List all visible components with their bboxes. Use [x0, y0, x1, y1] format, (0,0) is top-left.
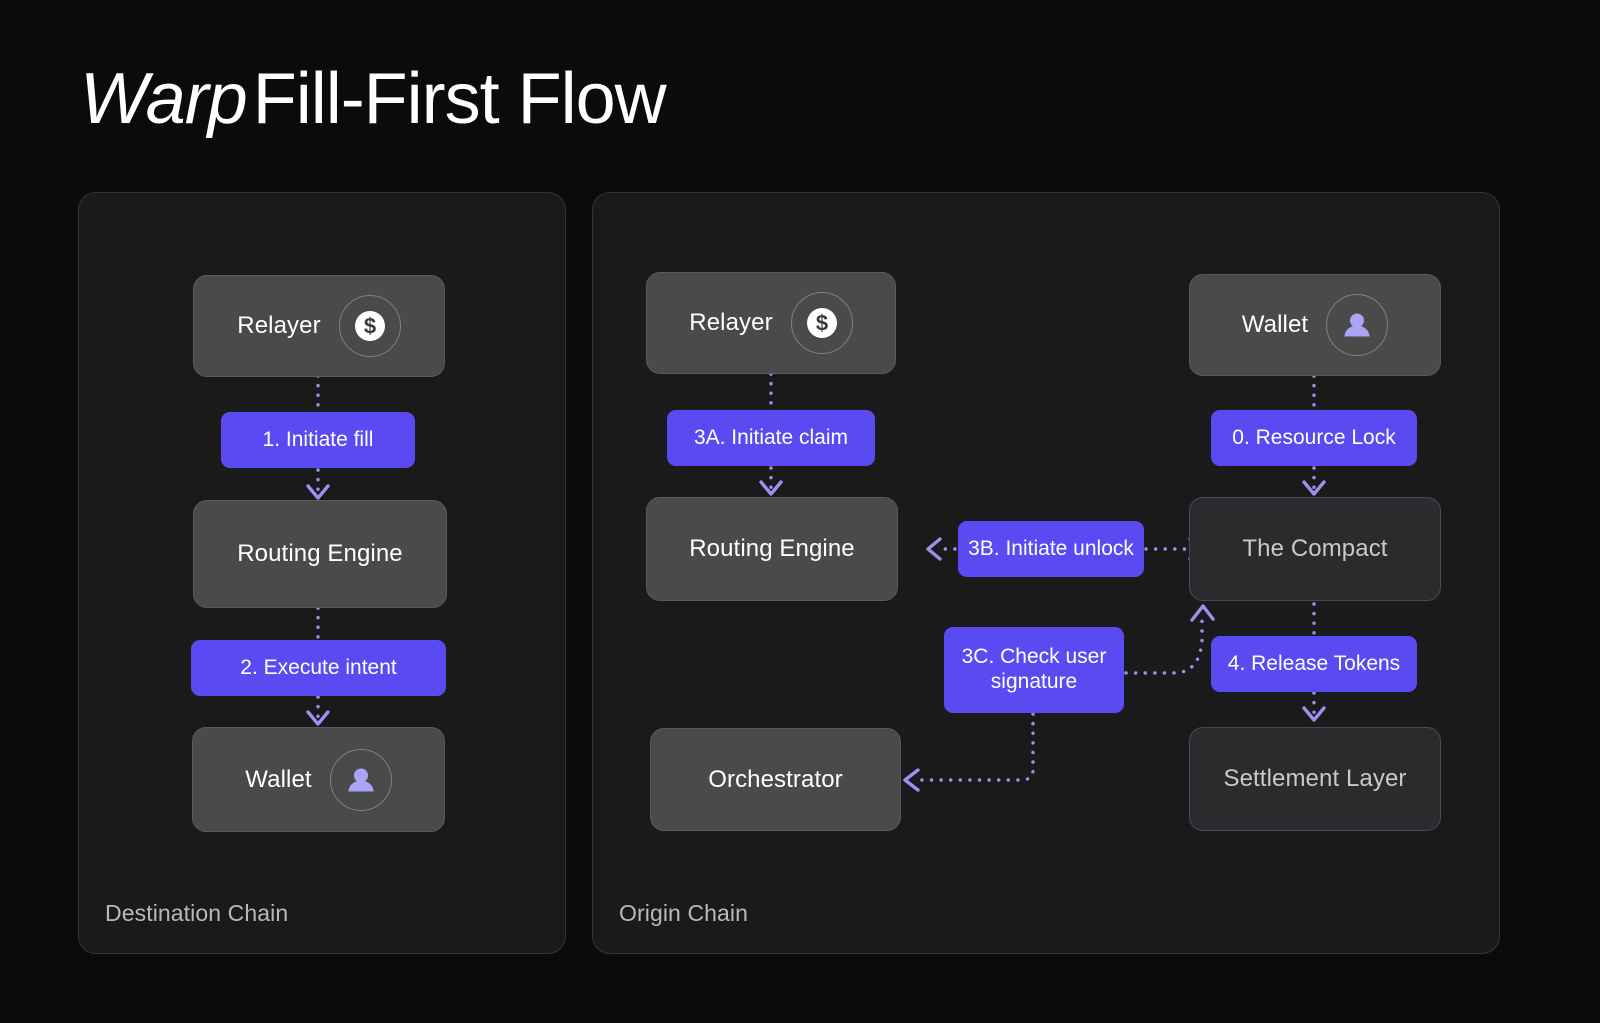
svg-text:$: $ — [816, 311, 828, 336]
node-origin-routing-engine[interactable]: Routing Engine — [646, 497, 898, 601]
step-destination-execute-intent[interactable]: 2. Execute intent — [191, 640, 446, 696]
node-origin-the-compact[interactable]: The Compact — [1189, 497, 1441, 601]
step-origin-initiate-unlock[interactable]: 3B. Initiate unlock — [958, 521, 1144, 577]
panel-label-origin-chain: Origin Chain — [619, 900, 749, 926]
step-label: 1. Initiate fill — [262, 427, 374, 451]
node-origin-settlement-layer[interactable]: Settlement Layer — [1189, 727, 1441, 831]
dollar-coin-icon: $ — [338, 295, 401, 357]
node-label: Relayer — [237, 312, 321, 339]
step-destination-initiate-fill[interactable]: 1. Initiate fill — [221, 412, 415, 468]
node-destination-relayer[interactable]: Relayer $ — [193, 275, 445, 377]
node-label: Relayer — [689, 309, 773, 336]
step-label: 2. Execute intent — [240, 655, 397, 679]
step-label: 0. Resource Lock — [1232, 425, 1396, 449]
person-icon — [1326, 294, 1389, 356]
node-label: The Compact — [1242, 535, 1388, 562]
step-origin-initiate-claim[interactable]: 3A. Initiate claim — [667, 410, 875, 466]
node-label: Wallet — [245, 765, 312, 793]
step-label: 4. Release Tokens — [1227, 651, 1401, 675]
node-origin-orchestrator[interactable]: Orchestrator — [650, 728, 901, 831]
step-label: 3A. Initiate claim — [693, 425, 849, 449]
page-title-emphasis: Warp — [80, 59, 248, 139]
node-label: Routing Engine — [237, 540, 403, 567]
node-origin-wallet[interactable]: Wallet — [1189, 274, 1441, 376]
node-origin-relayer[interactable]: Relayer $ — [646, 272, 896, 374]
step-origin-check-user-signature[interactable]: 3C. Check user signature — [944, 627, 1124, 713]
step-origin-resource-lock[interactable]: 0. Resource Lock — [1211, 410, 1417, 466]
node-label: Settlement Layer — [1223, 765, 1407, 792]
dollar-coin-icon: $ — [790, 292, 853, 354]
node-destination-wallet[interactable]: Wallet — [192, 727, 445, 832]
node-destination-routing-engine[interactable]: Routing Engine — [193, 500, 447, 608]
node-label: Wallet — [1241, 311, 1309, 338]
node-label: Routing Engine — [689, 535, 855, 562]
person-icon — [329, 748, 392, 811]
step-label: 3C. Check user signature — [961, 645, 1107, 693]
step-label: 3B. Initiate unlock — [968, 536, 1134, 560]
panel-label-destination-chain: Destination Chain — [105, 900, 289, 926]
svg-text:$: $ — [364, 314, 376, 339]
page-title: WarpFill-First Flow — [80, 58, 667, 140]
step-origin-release-tokens[interactable]: 4. Release Tokens — [1211, 636, 1417, 692]
node-label: Orchestrator — [708, 765, 843, 793]
page-title-rest: Fill-First Flow — [252, 59, 667, 139]
